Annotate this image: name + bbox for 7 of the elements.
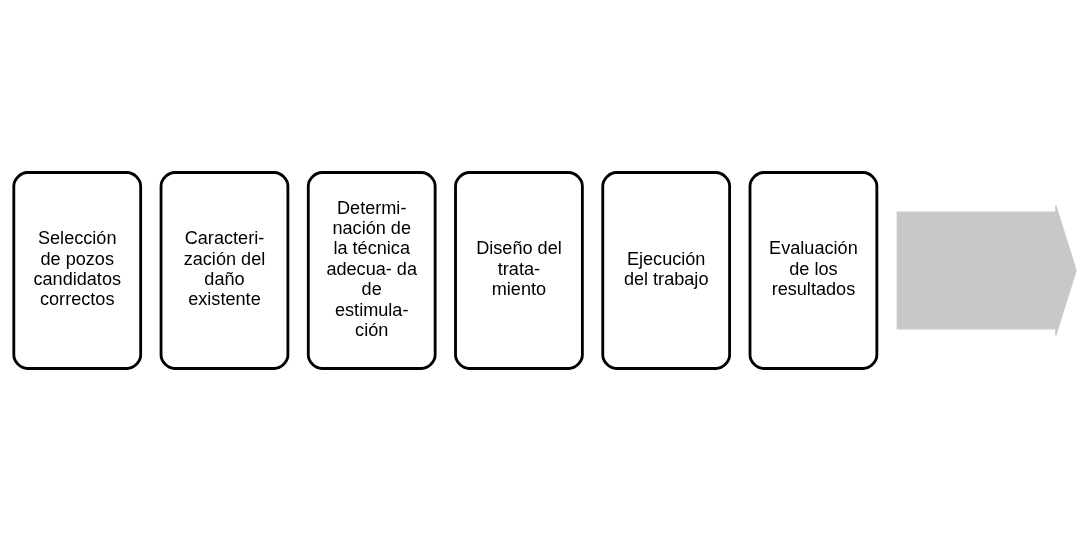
- node-box: Caracteri- zación del daño existente: [159, 171, 290, 370]
- node-box: Determi- nación de la técnica adecua- da de estimula- ción: [306, 171, 437, 370]
- node-box: Ejecución del trabajo: [601, 171, 732, 370]
- node-arrow: [896, 204, 1077, 337]
- node-box: Selección de pozos candidatos correctos: [12, 171, 143, 370]
- node-box: Evaluación de los resultados: [748, 171, 879, 370]
- node-box: Diseño del trata- miento: [454, 171, 584, 370]
